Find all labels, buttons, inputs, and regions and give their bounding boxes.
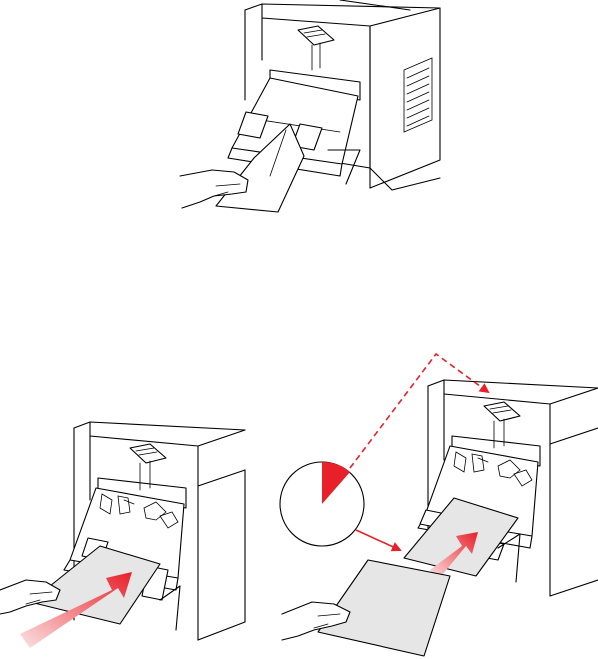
timer-to-paper-arrow [356, 530, 400, 550]
printer-icon [404, 380, 598, 596]
release-latch [130, 444, 166, 490]
vent-grille [404, 58, 432, 132]
panel-insert-envelope [180, 0, 440, 212]
timer-clock-icon [280, 462, 364, 546]
hand-icon [0, 580, 60, 614]
release-latch [298, 26, 334, 70]
panel-push-paper-in [0, 422, 245, 648]
panel-timed-auto-feed [280, 354, 598, 656]
release-latch [484, 402, 520, 448]
